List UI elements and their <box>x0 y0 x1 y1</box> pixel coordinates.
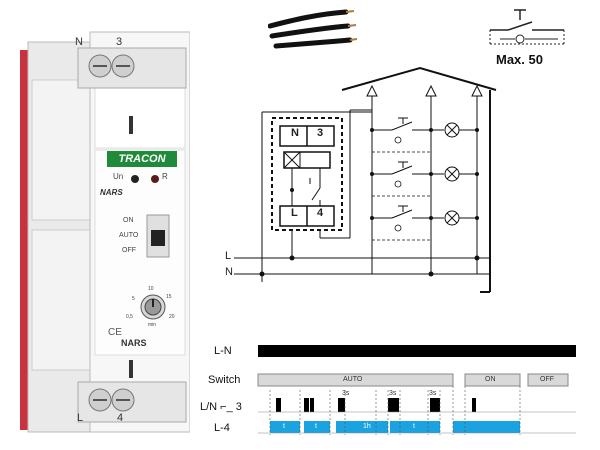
box-l-label: L <box>291 207 298 219</box>
box-4-label: 4 <box>317 207 324 219</box>
timing-waveforms <box>257 345 576 435</box>
switch-off-text: OFF <box>540 376 554 383</box>
relay-device-drawing <box>20 31 191 433</box>
cable-icon <box>268 9 358 49</box>
l4-bar <box>453 421 520 433</box>
dial-tick: 15 <box>166 294 172 300</box>
l4-bar <box>336 421 388 433</box>
arrow-up-icon <box>425 84 437 110</box>
arrow-up-icon <box>366 84 378 110</box>
l4-label: t <box>315 423 317 430</box>
dial-tick: 0,5 <box>126 314 133 320</box>
timing-row-label: L-4 <box>214 422 230 434</box>
pulse-label: 3s <box>429 390 437 397</box>
dial-tick: 20 <box>169 314 175 320</box>
push-button-row <box>370 117 479 153</box>
terminal-l-label: L <box>77 412 84 424</box>
pulse <box>430 398 440 412</box>
l4-label: t <box>413 423 415 430</box>
line-l-label: L <box>225 250 232 262</box>
box-3-label: 3 <box>317 127 324 139</box>
l4-bar <box>390 421 440 433</box>
l4-bar <box>304 421 330 433</box>
timing-row-label: L-N <box>214 345 232 357</box>
box-n-label: N <box>291 127 299 139</box>
l-n-bar <box>258 345 576 357</box>
led-un-label: Un <box>113 172 124 181</box>
dial-tick: 10 <box>148 286 154 292</box>
switch-on-text: ON <box>485 376 496 383</box>
ce-mark: CE <box>108 327 122 338</box>
push-button-row <box>370 205 479 241</box>
switch-on-label: ON <box>123 217 134 224</box>
dial-unit: min <box>148 322 157 328</box>
switch-auto-text: AUTO <box>343 376 363 383</box>
relay-box <box>271 117 343 231</box>
pulse-label: 3s <box>389 390 397 397</box>
pulse <box>276 398 281 412</box>
relay-coil <box>283 151 331 169</box>
timing-chart: L-N Switch L/N ⌐_ 3 L-4 <box>200 335 600 445</box>
l4-label: 1h <box>363 423 371 430</box>
switch-off-label: OFF <box>122 247 136 254</box>
pulse <box>304 398 309 412</box>
arrow-up-icon <box>471 84 483 110</box>
led-r-label: R <box>162 172 168 181</box>
switch-auto-bar <box>257 373 454 387</box>
push-button-row <box>370 161 479 197</box>
timing-row-label: L/N ⌐_ 3 <box>200 401 242 413</box>
switch-on-bar <box>464 373 521 387</box>
dial-tick: 5 <box>132 296 135 302</box>
timing-row-label: Switch <box>208 374 241 386</box>
device-model-side: NARS <box>100 188 123 197</box>
l4-label: t <box>283 423 285 430</box>
device-model-front: NARS <box>121 338 147 348</box>
switch-off-bar <box>527 373 569 387</box>
relay-device: N 3 L 4 Un R NARS ON AUTO OFF 10 15 20 5… <box>20 20 191 440</box>
switch-auto-label: AUTO <box>119 232 139 239</box>
pulse <box>472 398 476 412</box>
terminal-3-label: 3 <box>116 36 123 48</box>
max-load-label: Max. 50 <box>496 52 543 67</box>
line-n-label: N <box>225 266 233 278</box>
terminal-n-label: N <box>75 36 83 48</box>
pulse <box>310 398 314 412</box>
l4-bar <box>270 421 300 433</box>
wiring-diagram <box>234 66 497 293</box>
brand-logo: TRACON <box>107 151 177 167</box>
pulse-label: 3s <box>342 390 350 397</box>
pulse <box>338 398 345 412</box>
push-button-lamp-icon <box>489 9 565 45</box>
terminal-4-label: 4 <box>117 412 124 424</box>
pulse <box>388 398 399 412</box>
